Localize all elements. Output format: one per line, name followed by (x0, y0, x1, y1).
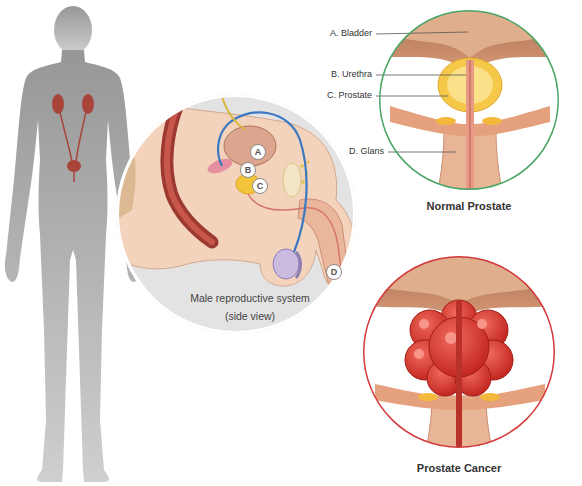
prostate-cancer-illustration (418, 393, 438, 401)
side-view-anatomy (218, 112, 306, 252)
prostate-cancer-illustration (480, 393, 500, 401)
view-caption: Male reproductive system (side view) (190, 292, 310, 322)
side-view-anatomy (116, 96, 356, 290)
text-holder: D (326, 264, 342, 280)
circle-outline (253, 179, 268, 194)
urinary-tract (52, 94, 94, 182)
part-label: C. Prostate (327, 90, 372, 101)
prostate-cancer-illustration (445, 332, 457, 344)
side-view-anatomy (222, 96, 246, 130)
prostate-cancer-illustration (419, 319, 429, 329)
part-label: D. Glans (349, 146, 384, 157)
text-holder: B (240, 162, 256, 178)
normal-prostate-illustration (370, 0, 570, 200)
leader-lines (376, 32, 468, 152)
side-view-anatomy (307, 161, 310, 164)
part-label: B. Urethra (331, 69, 372, 80)
circle-outline (327, 265, 342, 280)
view-title: Normal Prostate (427, 200, 512, 212)
callout-letter: B (245, 165, 252, 175)
normal-prostate-circle: Normal Prostate (379, 10, 559, 190)
side-view-anatomy (116, 94, 356, 334)
side-view-anatomy (167, 104, 212, 242)
body-silhouette (5, 50, 141, 482)
prostate-cancer-illustration (355, 250, 565, 460)
normal-prostate-illustration (482, 117, 502, 125)
callout-circle: C (252, 178, 268, 194)
callout-letter: D (331, 267, 338, 277)
text-holder: Male reproductive system (side view) (190, 288, 310, 324)
text-holder: A (250, 144, 266, 160)
circle-outline (118, 96, 355, 333)
leader-lines (388, 152, 456, 153)
side-view-anatomy (224, 126, 276, 166)
urinary-tract (60, 112, 72, 162)
side-view-anatomy (301, 180, 305, 184)
text-holder: Prostate Cancer (363, 458, 555, 476)
prostate-cancer-illustration (414, 349, 424, 359)
side-view-anatomy (273, 249, 299, 279)
urinary-tract (73, 170, 75, 182)
body-silhouette (54, 6, 92, 54)
prostate-cancer-circle: Prostate Cancer (363, 256, 555, 448)
prostate-cancer-illustration (385, 250, 535, 304)
view-title: Prostate Cancer (417, 462, 501, 474)
side-view-anatomy (296, 252, 301, 278)
circle-outline (379, 10, 559, 190)
prostate-cancer-illustration (456, 300, 462, 460)
part-label: A. Bladder (330, 28, 372, 39)
prostate-cancer-illustration (477, 319, 487, 329)
anatomy-circle: Male reproductive system (side view) ABC D (116, 94, 356, 334)
callout-letter: A (255, 147, 262, 157)
callout-letter: C (257, 181, 264, 191)
prostate-cancer-illustration (355, 250, 565, 460)
normal-prostate-illustration (400, 0, 540, 58)
leader-lines (376, 96, 448, 97)
side-view-anatomy (167, 104, 212, 242)
callout-circle: B (240, 162, 256, 178)
normal-prostate-illustration (466, 60, 474, 200)
circle-outline (241, 163, 256, 178)
callout-circle: A (250, 144, 266, 160)
text-holder: Normal Prostate (379, 196, 559, 214)
normal-prostate-illustration (436, 117, 456, 125)
normal-prostate-illustration (470, 60, 471, 200)
side-view-anatomy (116, 94, 356, 334)
normal-prostate-illustration (370, 0, 570, 200)
urinary-tract (76, 112, 86, 162)
urinary-tract (82, 94, 94, 114)
circle-outline (380, 11, 559, 190)
leader-lines (376, 75, 466, 76)
text-holder: C (252, 178, 268, 194)
side-view-anatomy (300, 164, 304, 168)
callout-circle: D (326, 264, 342, 280)
circle-outline (364, 257, 555, 448)
circle-outline (251, 145, 266, 160)
side-view-anatomy (248, 194, 342, 278)
circle-outline (363, 256, 555, 448)
urinary-tract (52, 94, 64, 114)
leader-lines (376, 32, 468, 34)
side-view-anatomy (283, 163, 301, 197)
